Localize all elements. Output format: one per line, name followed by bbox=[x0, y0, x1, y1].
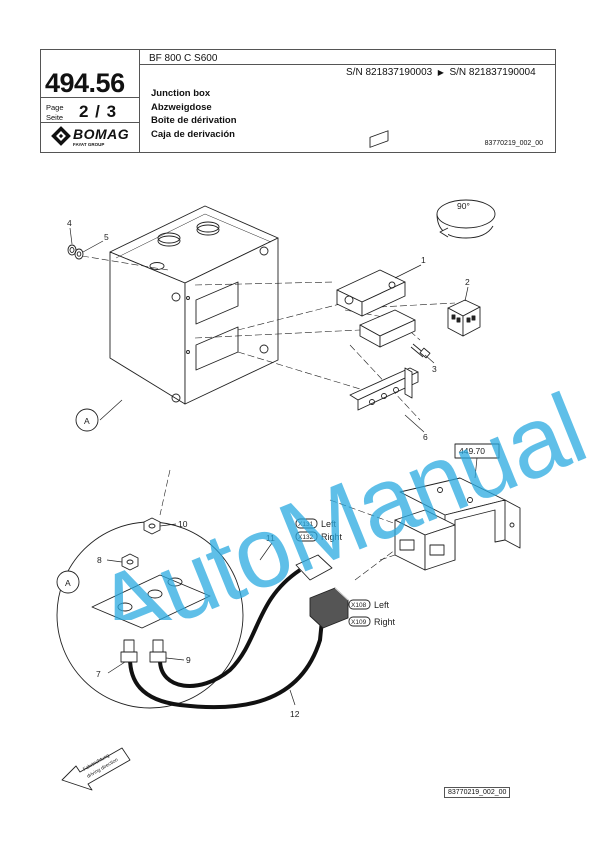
rotation-label: 90° bbox=[457, 201, 470, 211]
callout-a-detail-label: A bbox=[65, 578, 71, 588]
callout-a-detail bbox=[56, 570, 80, 594]
callout-a-label: A bbox=[84, 416, 90, 426]
callout-a bbox=[75, 408, 99, 432]
connector-tag: X132 bbox=[298, 534, 314, 541]
item-5-washer bbox=[74, 248, 84, 260]
item-2-terminal-block bbox=[447, 299, 481, 337]
brand-name: BOMAG bbox=[73, 126, 130, 142]
item-6-plate bbox=[349, 367, 419, 411]
doc-reference: 83770219_002_00 bbox=[484, 140, 543, 147]
divider bbox=[139, 64, 555, 65]
item-number: 11 bbox=[266, 533, 275, 543]
brand-subtitle: FAYAT GROUP bbox=[73, 142, 105, 147]
serial-to: S/N 821837190004 bbox=[449, 67, 536, 78]
item-number: 2 bbox=[465, 277, 470, 287]
model-name: BF 800 C S600 bbox=[149, 53, 218, 64]
connector-side: Right bbox=[321, 532, 343, 542]
page-label: Page Seite bbox=[46, 103, 64, 123]
serial-range: S/N 821837190003 ▶ S/N 821837190004 bbox=[346, 67, 536, 78]
item-7-gland bbox=[120, 639, 138, 663]
page-number: 2 / 3 bbox=[79, 102, 118, 121]
junction-box bbox=[109, 205, 279, 405]
connector-tag: X131 bbox=[298, 521, 314, 528]
title-es: Caja de derivación bbox=[151, 128, 235, 140]
serial-arrow-icon: ▶ bbox=[437, 68, 444, 77]
mounting-bracket-449-70 bbox=[399, 477, 521, 563]
divider bbox=[139, 50, 140, 152]
title-list: Junction box Abzweigdose Boîte de dériva… bbox=[151, 87, 237, 141]
title-de: Abzweigdose bbox=[151, 101, 212, 113]
page-label-en: Page bbox=[46, 103, 64, 112]
item-8-nut bbox=[121, 553, 139, 571]
cable-12-plug bbox=[309, 587, 349, 629]
bomag-diamond-icon bbox=[51, 126, 71, 146]
ref-box-label: 449.70 bbox=[459, 446, 485, 456]
tag-x131 bbox=[295, 518, 318, 529]
part-group-number: 494.56 bbox=[45, 68, 125, 98]
cable-11 bbox=[158, 568, 302, 688]
driving-direction-arrow-icon bbox=[61, 747, 131, 791]
item-number: 9 bbox=[186, 655, 191, 665]
item-1-base bbox=[359, 309, 416, 348]
leader-lines bbox=[69, 227, 469, 706]
item-number: 10 bbox=[178, 519, 188, 529]
tag-x109 bbox=[348, 616, 371, 627]
tag-x108 bbox=[348, 599, 371, 610]
item-number: 6 bbox=[423, 432, 428, 442]
item-10-nut bbox=[143, 517, 161, 535]
item-1-relay bbox=[336, 130, 406, 317]
page-label-de: Seite bbox=[46, 113, 64, 122]
tag-x132 bbox=[295, 531, 318, 542]
item-3-screw bbox=[410, 343, 431, 359]
connector-tag: X108 bbox=[351, 602, 367, 609]
item-9-gland bbox=[149, 639, 167, 663]
connector-side: Right bbox=[374, 617, 396, 627]
connector-side: Left bbox=[374, 600, 390, 610]
item-number: 4 bbox=[67, 218, 72, 228]
item-number: 7 bbox=[96, 669, 101, 679]
item-number: 5 bbox=[104, 232, 109, 242]
divider bbox=[41, 97, 139, 98]
brand-logo: BOMAG FAYAT GROUP bbox=[51, 126, 131, 150]
divider bbox=[41, 122, 139, 123]
connector-tag: X109 bbox=[351, 619, 367, 626]
item-number: 8 bbox=[97, 555, 102, 565]
item-number: 12 bbox=[290, 709, 300, 719]
detail-plate bbox=[91, 574, 211, 629]
cable-11-plug bbox=[295, 554, 333, 581]
item-number: 3 bbox=[432, 364, 437, 374]
footer-doc-reference: 83770219_002_00 bbox=[444, 787, 511, 798]
title-en: Junction box bbox=[151, 88, 211, 99]
title-block: BF 800 C S600 S/N 821837190003 ▶ S/N 821… bbox=[40, 49, 556, 153]
connector-side: Left bbox=[321, 519, 337, 529]
rotation-90-icon bbox=[436, 199, 496, 239]
title-fr: Boîte de dérivation bbox=[151, 115, 237, 126]
serial-from: S/N 821837190003 bbox=[346, 67, 433, 78]
item-number: 1 bbox=[421, 255, 426, 265]
cable-12 bbox=[128, 619, 324, 710]
connector-housing bbox=[394, 509, 456, 571]
